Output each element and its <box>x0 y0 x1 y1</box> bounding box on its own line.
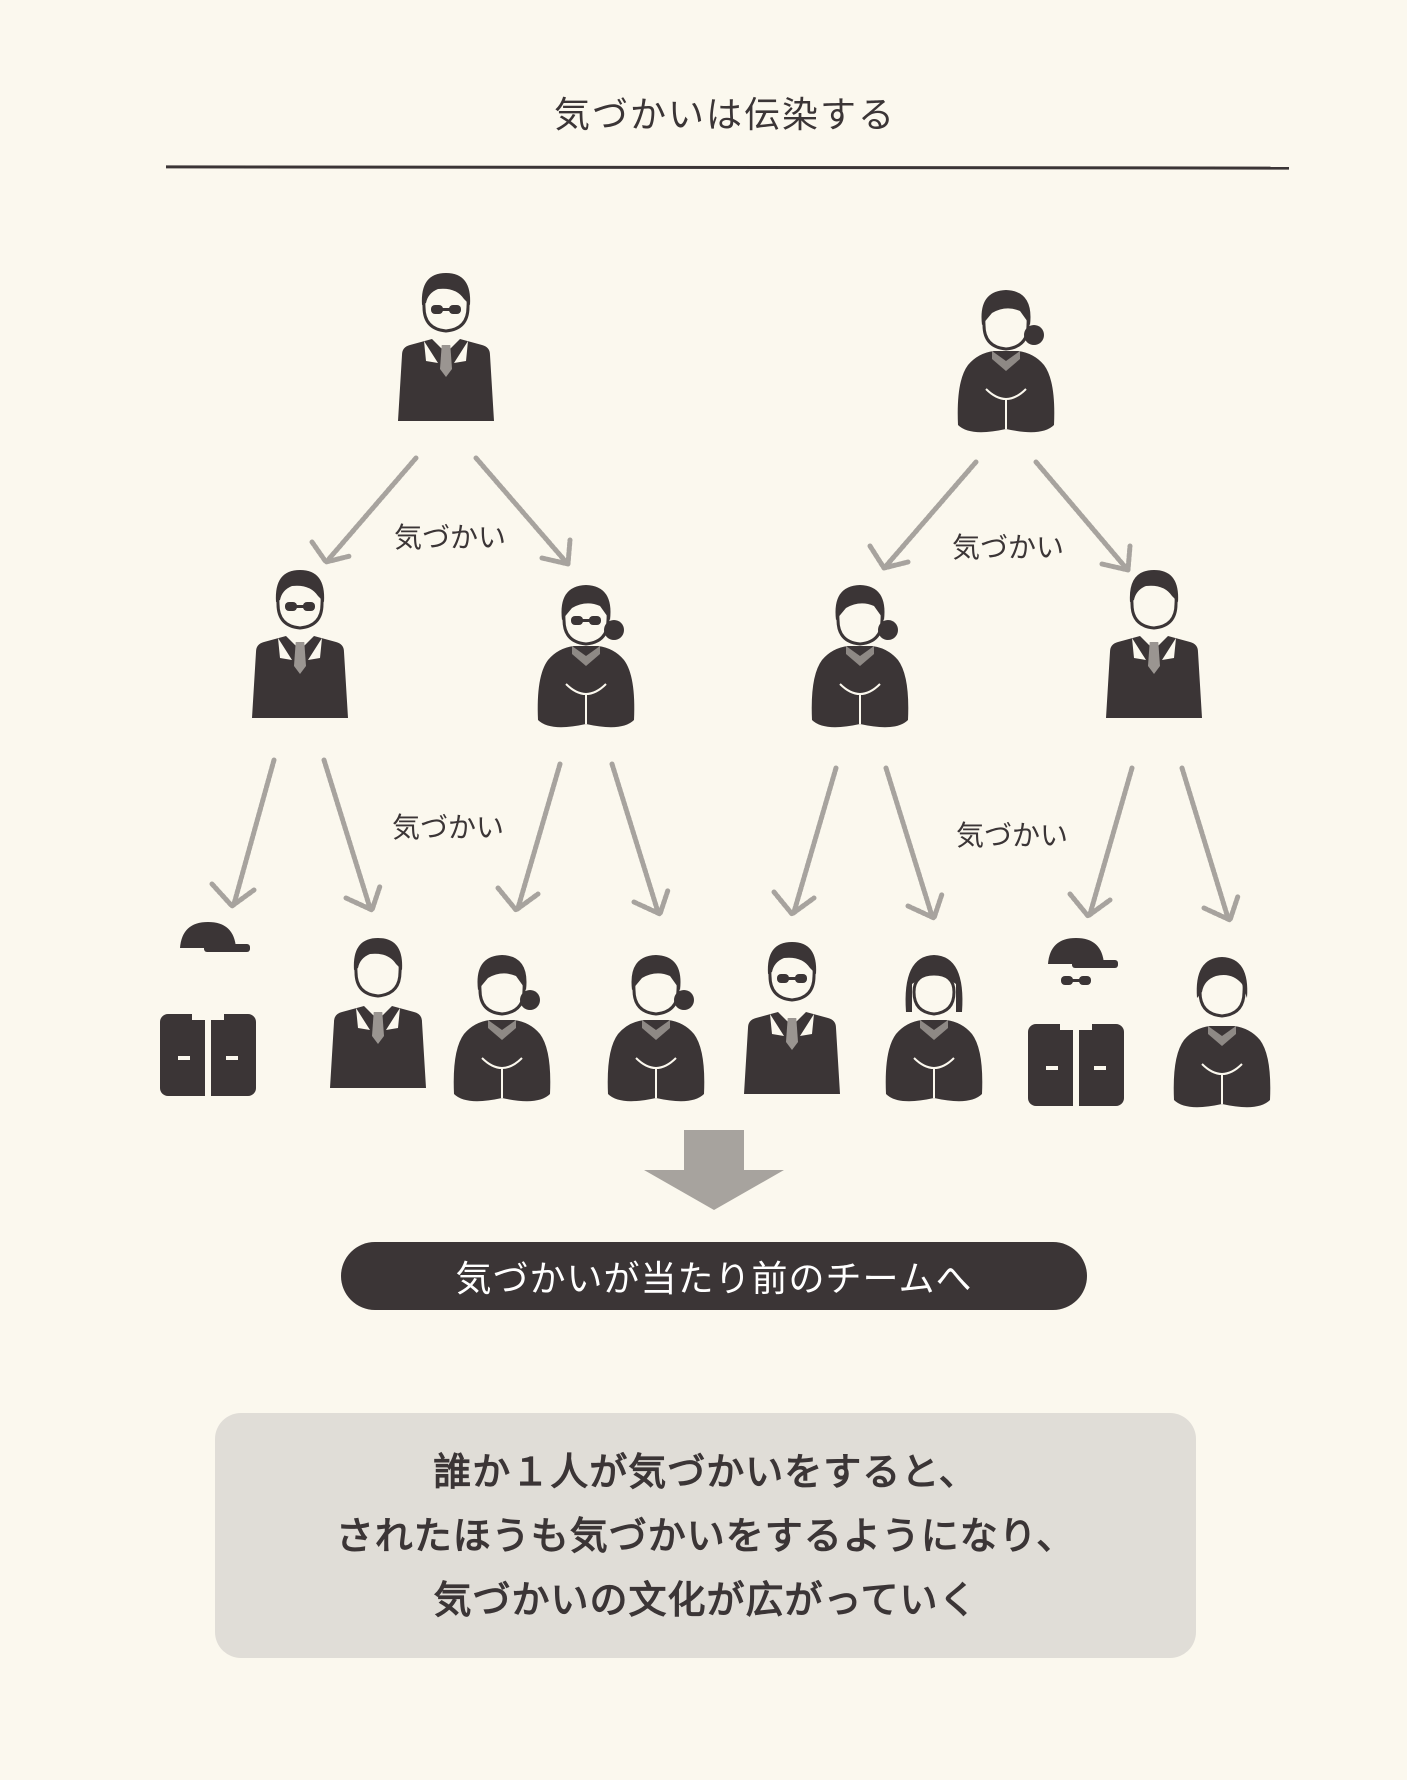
person-level3-woman-bob <box>884 953 984 1103</box>
arrows-level2-c: 気づかい <box>771 765 1068 921</box>
person-level1-man-glasses <box>398 271 494 421</box>
summary-line: 誰か１人が気づかいをすると、 <box>433 1449 978 1494</box>
person-level3-man-cap <box>160 922 256 1096</box>
person-level3-woman-short <box>1172 955 1272 1109</box>
summary-box: 誰か１人が気づかいをすると、 されたほうも気づかいをするようになり、 気づかいの… <box>215 1413 1196 1658</box>
arrows-level2-b <box>495 761 671 917</box>
result-banner: 気づかいが当たり前のチームへ <box>341 1242 1087 1310</box>
arrows-level2-a: 気づかい <box>209 757 504 913</box>
arrow-label: 気づかい <box>392 811 504 844</box>
page-title: 気づかいは伝染する <box>553 95 896 136</box>
person-level3-man-cap-glasses <box>1028 938 1124 1106</box>
person-level3-woman-ponytail <box>452 953 552 1103</box>
person-level3-man <box>330 936 426 1088</box>
arrows-level1-right: 気づかい <box>867 459 1133 573</box>
arrow-label: 気づかい <box>952 531 1064 564</box>
person-level2-man-glasses <box>252 568 348 718</box>
summary-line: されたほうも気づかいをするようになり、 <box>335 1513 1076 1558</box>
person-level2-man <box>1106 568 1202 718</box>
person-level3-man-glasses <box>744 940 840 1094</box>
summary-line: 気づかいの文化が広がっていく <box>433 1577 978 1622</box>
person-level2-woman-ponytail <box>810 583 910 729</box>
arrows-level1-left: 気づかい <box>309 455 573 567</box>
arrow-label: 気づかい <box>956 819 1068 852</box>
person-level1-woman-ponytail <box>956 288 1056 434</box>
result-arrow <box>644 1130 784 1210</box>
person-level2-woman-glasses <box>536 583 636 729</box>
arrows-level2-d <box>1067 765 1241 923</box>
person-level3-woman-ponytail <box>606 953 706 1103</box>
arrow-label: 気づかい <box>394 521 506 554</box>
